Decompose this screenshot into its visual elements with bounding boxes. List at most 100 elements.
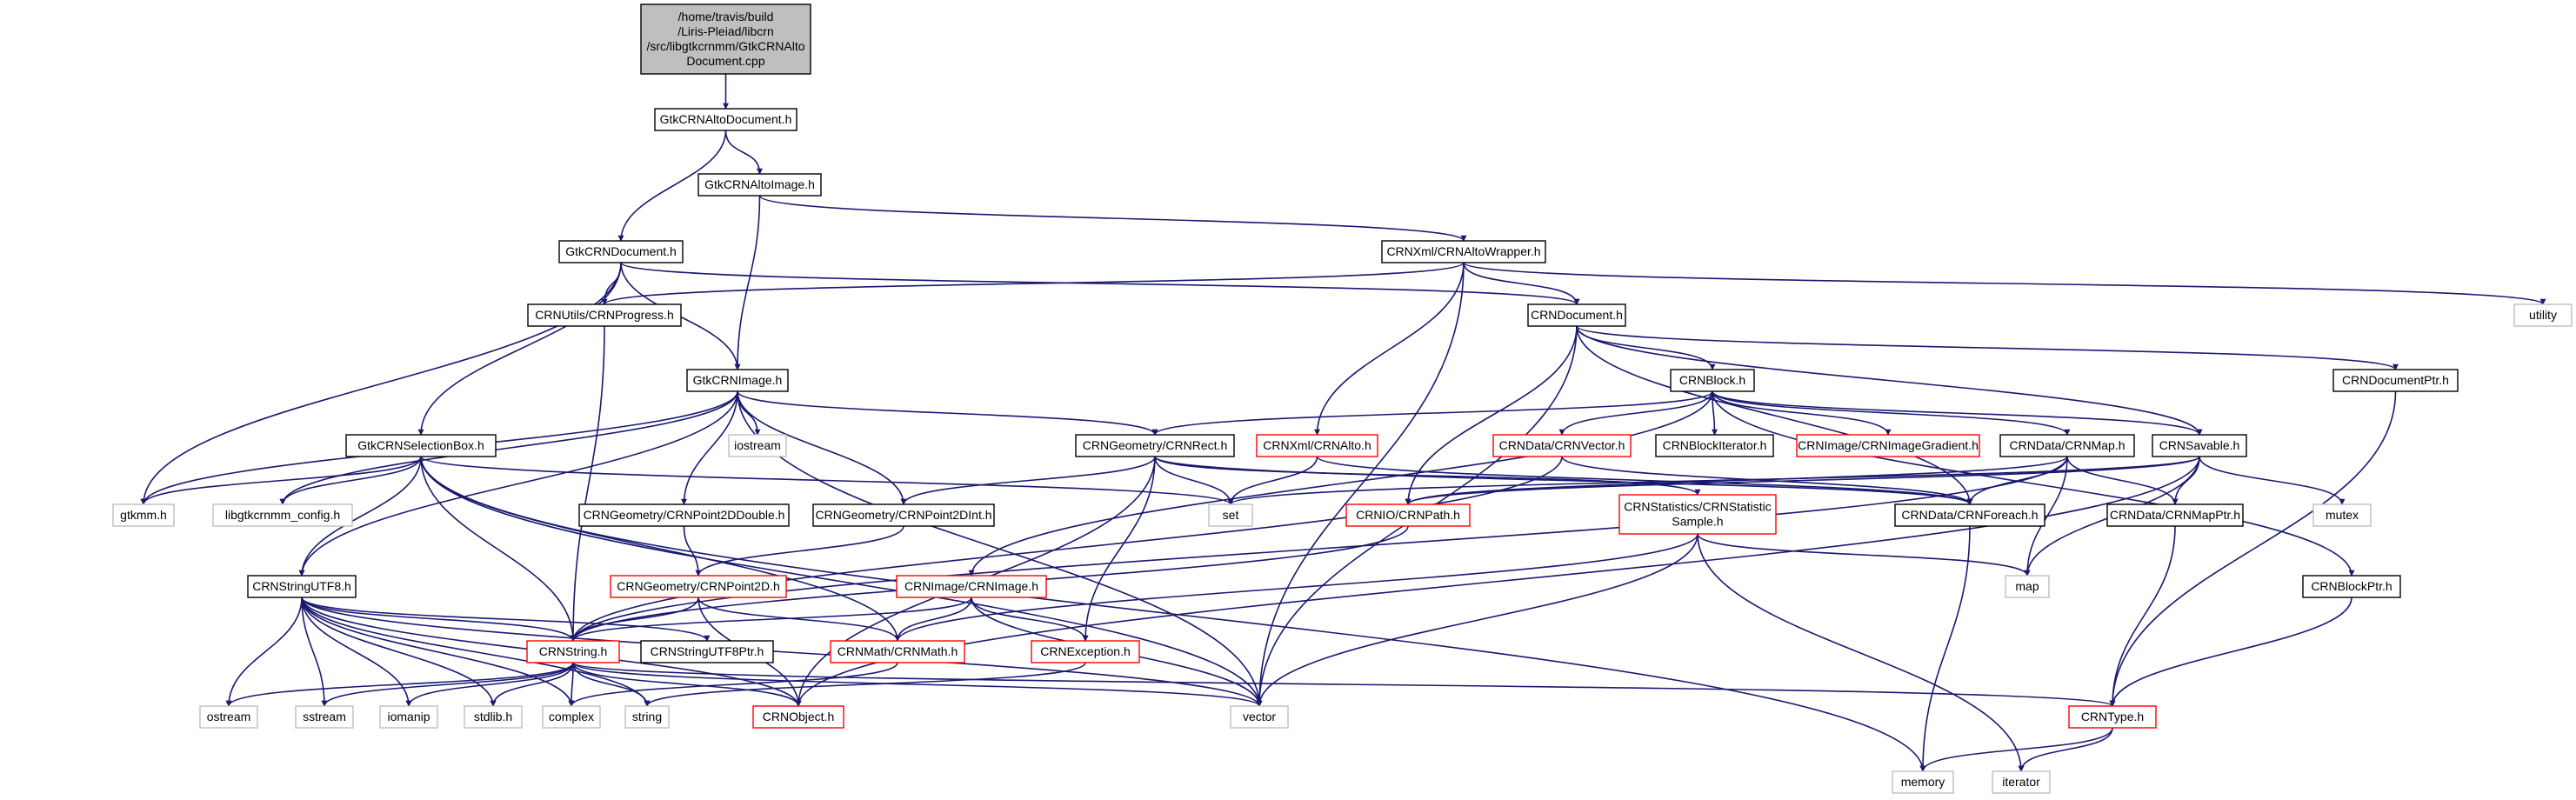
node-label-crnimage: CRNImage/CRNImage.h xyxy=(904,579,1038,593)
edge-strutf8-to-iomanip xyxy=(301,597,412,707)
node-selbox[interactable]: GtkCRNSelectionBox.h xyxy=(345,434,497,457)
node-box-mutex xyxy=(2312,503,2372,527)
node-altowrapper[interactable]: CRNXml/CRNAltoWrapper.h xyxy=(1381,240,1546,263)
edge-crnblock-to-rect xyxy=(1151,390,1713,436)
node-box-crnstring xyxy=(526,640,620,663)
node-label-progress: CRNUtils/CRNProgress.h xyxy=(535,308,673,322)
node-box-ostream xyxy=(199,705,258,729)
node-alto[interactable]: CRNXml/CRNAlto.h xyxy=(1256,434,1378,457)
node-mapptr[interactable]: CRNData/CRNMapPtr.h xyxy=(2106,503,2244,527)
node-label-root: Document.cpp xyxy=(686,54,764,68)
node-crndoc[interactable]: CRNDocument.h xyxy=(1527,303,1626,327)
edge-altowrapper-to-alto xyxy=(1314,262,1465,436)
node-crnstring[interactable]: CRNString.h xyxy=(526,640,620,663)
node-root[interactable]: /home/travis/build/Liris-Pleiad/libcrn/s… xyxy=(640,3,811,75)
node-p2ddouble[interactable]: CRNGeometry/CRNPoint2DDouble.h xyxy=(578,503,790,527)
edge-gtkdoc-to-selbox xyxy=(417,262,622,436)
edge-strutf8-to-complex xyxy=(301,597,575,707)
node-vectorh[interactable]: CRNData/CRNVector.h xyxy=(1492,434,1632,457)
node-crntype[interactable]: CRNType.h xyxy=(2068,705,2157,729)
edge-mapptr-to-crntype xyxy=(2109,525,2176,707)
node-label-complex: complex xyxy=(549,710,594,723)
node-strutf8ptr[interactable]: CRNStringUTF8Ptr.h xyxy=(640,640,774,663)
edge-crnmap-to-crnstring xyxy=(570,456,2068,642)
node-set: set xyxy=(1208,503,1253,527)
node-box-docptr xyxy=(2332,369,2459,392)
node-savable[interactable]: CRNSavable.h xyxy=(2152,434,2247,457)
node-blockiter[interactable]: CRNBlockIterator.h xyxy=(1655,434,1774,457)
edge-crnimage-to-exception xyxy=(971,597,1089,642)
node-label-root: /Liris-Pleiad/libcrn xyxy=(677,24,773,38)
node-box-mathh xyxy=(830,640,965,663)
node-box-gtkaltodoc xyxy=(654,108,797,131)
node-gtkimage[interactable]: GtkCRNImage.h xyxy=(686,369,789,392)
node-label-crntype: CRNType.h xyxy=(2081,710,2144,723)
node-gtkaltodoc[interactable]: GtkCRNAltoDocument.h xyxy=(654,108,797,131)
node-label-exception: CRNException.h xyxy=(1040,644,1131,658)
node-mutex: mutex xyxy=(2312,503,2372,527)
node-rect[interactable]: CRNGeometry/CRNRect.h xyxy=(1075,434,1235,457)
node-crnblock[interactable]: CRNBlock.h xyxy=(1670,369,1755,392)
node-p2dint[interactable]: CRNGeometry/CRNPoint2DInt.h xyxy=(812,503,995,527)
edge-selbox-to-vector xyxy=(420,456,1263,707)
edge-savable-to-path xyxy=(1405,456,2200,505)
edge-crnblock-to-crnimage xyxy=(968,390,1713,577)
node-blockptr[interactable]: CRNBlockPtr.h xyxy=(2302,575,2401,598)
edge-rect-to-p2dint xyxy=(900,456,1156,505)
node-gtkaltoimg[interactable]: GtkCRNAltoImage.h xyxy=(697,173,822,197)
edge-crnblock-to-savable xyxy=(1712,390,2203,436)
node-exception[interactable]: CRNException.h xyxy=(1031,640,1140,663)
node-label-string: string xyxy=(632,710,662,723)
node-label-gtkdoc: GtkCRNDocument.h xyxy=(565,244,677,258)
node-foreach[interactable]: CRNData/CRNForeach.h xyxy=(1894,503,2045,527)
edge-strutf8-to-string xyxy=(301,597,651,707)
edge-strutf8-to-sstream xyxy=(301,597,328,707)
node-label-set: set xyxy=(1223,508,1239,522)
node-box-gtkmm xyxy=(112,503,175,527)
edge-crnblock-to-vectorh xyxy=(1558,390,1713,436)
node-box-blockptr xyxy=(2302,575,2401,598)
node-gtkdoc[interactable]: GtkCRNDocument.h xyxy=(558,240,684,263)
node-label-docptr: CRNDocumentPtr.h xyxy=(2342,373,2449,387)
node-point2d[interactable]: CRNGeometry/CRNPoint2D.h xyxy=(610,575,787,598)
node-box-stdlib xyxy=(464,705,523,729)
node-box-mapptr xyxy=(2106,503,2244,527)
node-path[interactable]: CRNIO/CRNPath.h xyxy=(1345,503,1471,527)
node-box-memory xyxy=(1892,770,1954,794)
node-crnimage[interactable]: CRNImage/CRNImage.h xyxy=(896,575,1047,598)
edge-mathh-to-complex xyxy=(568,662,898,707)
edge-gtkimage-to-strutf8 xyxy=(298,390,738,577)
edge-point2d-to-mathh xyxy=(697,597,901,642)
node-box-root xyxy=(640,3,811,75)
node-strutf8[interactable]: CRNStringUTF8.h xyxy=(247,575,357,598)
edge-gtkimage-to-rect xyxy=(737,390,1158,436)
node-label-map: map xyxy=(2015,579,2039,593)
node-box-exception xyxy=(1031,640,1140,663)
node-crnmap[interactable]: CRNData/CRNMap.h xyxy=(1999,434,2135,457)
edge-vectorh-to-crnstring xyxy=(570,456,1563,642)
node-label-gtkaltodoc: GtkCRNAltoDocument.h xyxy=(660,112,792,126)
node-mathh[interactable]: CRNMath/CRNMath.h xyxy=(830,640,965,663)
node-label-root: /home/travis/build xyxy=(678,10,774,23)
node-crnobject[interactable]: CRNObject.h xyxy=(752,705,844,729)
edge-crndoc-to-savable xyxy=(1576,325,2203,436)
node-progress[interactable]: CRNUtils/CRNProgress.h xyxy=(527,303,682,327)
edge-p2ddouble-to-point2d xyxy=(683,525,702,577)
node-gtkconfig: libgtkcrnmm_config.h xyxy=(212,503,353,527)
edge-alto-to-set xyxy=(1227,456,1318,505)
node-imggrad[interactable]: CRNImage/CRNImageGradient.h xyxy=(1796,434,1980,457)
edge-crnstring-to-string xyxy=(572,662,651,707)
node-box-gtkdoc xyxy=(558,240,684,263)
node-label-crnblock: CRNBlock.h xyxy=(1679,373,1745,387)
edge-gtkimage-to-p2dint xyxy=(737,390,907,505)
node-label-stdlib: stdlib.h xyxy=(474,710,512,723)
node-box-map xyxy=(2005,575,2050,598)
node-box-gtkconfig xyxy=(212,503,353,527)
edge-crnstring-to-complex xyxy=(568,662,575,707)
node-gtkmm: gtkmm.h xyxy=(112,503,175,527)
node-docptr[interactable]: CRNDocumentPtr.h xyxy=(2332,369,2459,392)
node-label-vector: vector xyxy=(1243,710,1276,723)
node-box-crnobject xyxy=(752,705,844,729)
